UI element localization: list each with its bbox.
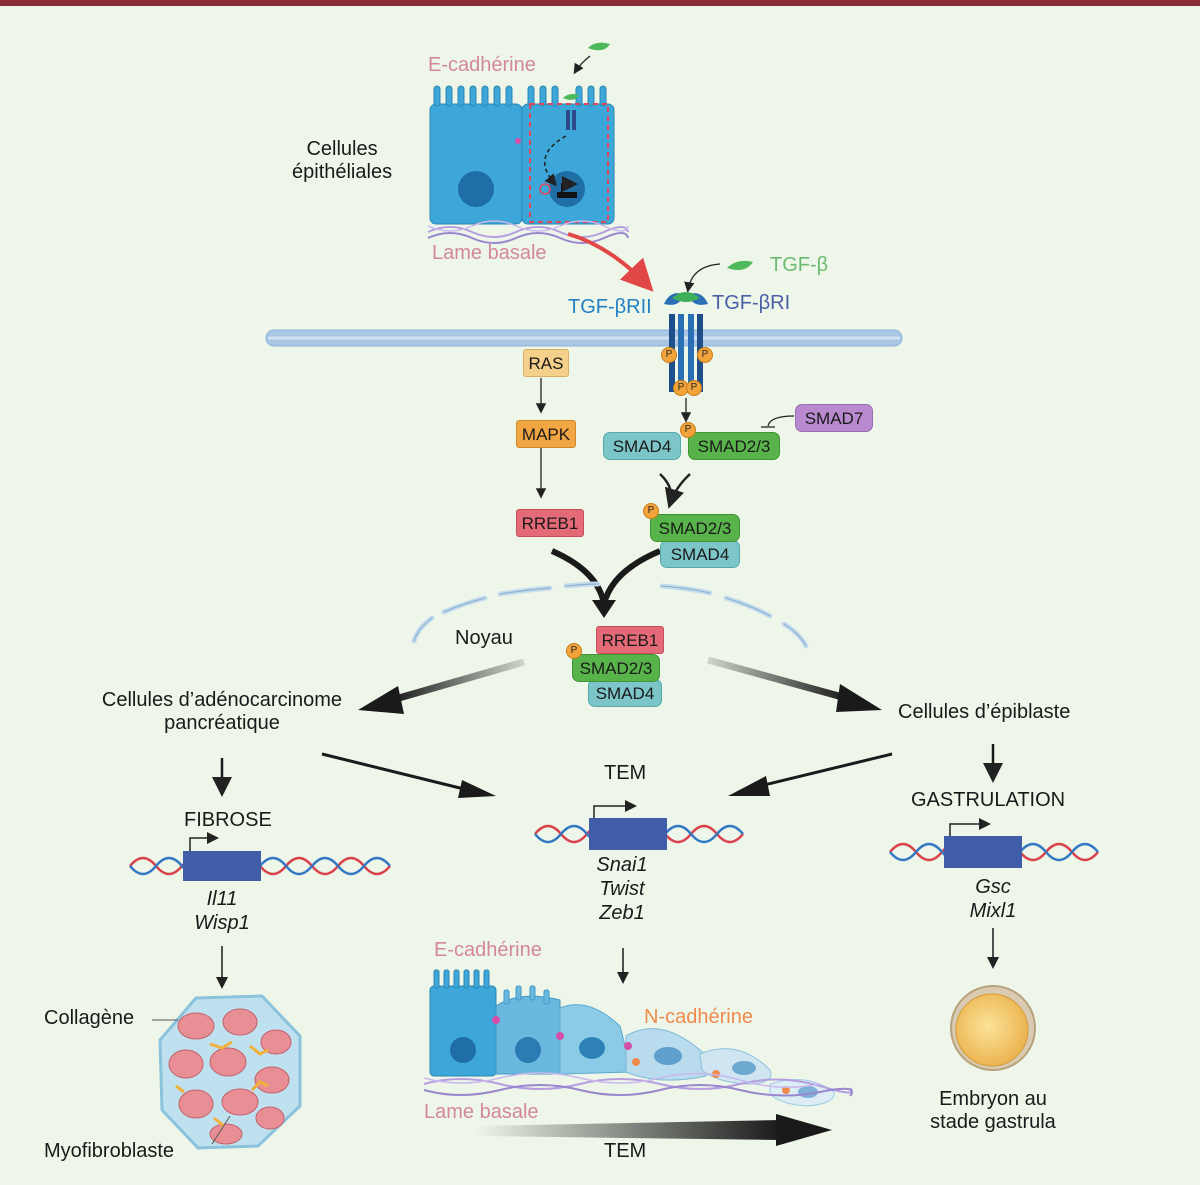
dna-middle: [534, 800, 744, 850]
pancreatic-cells-label: Cellules d’adénocarcinome pancréatique: [101, 689, 343, 734]
tgf-beta-rii-label: TGF-βRII: [568, 296, 652, 318]
phospho-dot: P: [697, 347, 713, 363]
fibrosis-tissue: [152, 994, 302, 1150]
gene-il11: Il11: [206, 888, 238, 910]
ncadherin-label: N-cadhérine: [644, 1006, 753, 1028]
smad4-complex-box: SMAD4: [660, 540, 740, 568]
tem-label: TEM: [604, 762, 647, 784]
nuclear-envelope: [411, 581, 809, 649]
dna-left: [129, 832, 391, 881]
epithelial-cells-label: Cellules épithéliales: [292, 138, 393, 183]
nucleus-label: Noyau: [455, 627, 513, 649]
ecadherin-label-bottom: E-cadhérine: [434, 939, 542, 961]
epiblast-cells-label: Cellules d’épiblaste: [898, 701, 1071, 723]
phospho-dot: P: [566, 643, 582, 659]
gene-mixl1: Mixl1: [969, 900, 1017, 922]
smad23-complex-box: SMAD2/3: [650, 514, 740, 542]
pathway-arrows: [535, 378, 795, 509]
smad4-box: SMAD4: [603, 432, 681, 460]
basal-lamina-label-bottom: Lame basale: [424, 1101, 539, 1123]
tgf-beta-ri-label: TGF-βRI: [712, 292, 791, 314]
smad7-box: SMAD7: [795, 404, 873, 432]
gastrulation-label: GASTRULATION: [911, 789, 1066, 811]
collagen-label: Collagène: [44, 1007, 135, 1029]
myofibroblast-label: Myofibroblaste: [44, 1140, 175, 1162]
tem-gradient-arrow: [476, 1114, 832, 1146]
ras-box: RAS: [523, 349, 569, 377]
nucleus-rreb1-box: RREB1: [596, 626, 664, 654]
gene-gsc: Gsc: [975, 876, 1011, 898]
phospho-dot: P: [686, 380, 702, 396]
epithelial-cells-top: [427, 42, 654, 292]
rreb1-box: RREB1: [516, 509, 584, 537]
smad23-box: SMAD2/3: [688, 432, 780, 460]
diagram-graphics: [129, 42, 1099, 1150]
phospho-dot: P: [680, 422, 696, 438]
convergence-arrow: [550, 548, 662, 618]
nucleus-smad4-box: SMAD4: [588, 679, 662, 707]
tem-arrow-label: TEM: [604, 1140, 647, 1162]
ecadherin-label-top: E-cadhérine: [428, 54, 536, 76]
gastrula-embryo: [950, 985, 1036, 1071]
fibrosis-label: FIBROSE: [184, 809, 272, 831]
emt-cells: [423, 969, 853, 1107]
branch-arrows: [212, 656, 1003, 989]
nucleus-smad23-box: SMAD2/3: [572, 654, 660, 682]
phospho-dot: P: [661, 347, 677, 363]
phospho-dot: P: [643, 503, 659, 519]
gene-snai1: Snai1: [596, 854, 648, 876]
tgf-beta-ligand-label: TGF-β: [770, 254, 829, 276]
gene-wisp1: Wisp1: [194, 912, 250, 934]
plasma-membrane: [265, 329, 903, 347]
mapk-box: MAPK: [516, 420, 576, 448]
gastrula-embryo-label: Embryon au stade gastrula: [930, 1088, 1056, 1133]
basal-lamina-label-top: Lame basale: [432, 242, 547, 264]
dna-right: [889, 818, 1099, 868]
gene-zeb1: Zeb1: [599, 902, 645, 924]
gene-twist: Twist: [599, 878, 645, 900]
